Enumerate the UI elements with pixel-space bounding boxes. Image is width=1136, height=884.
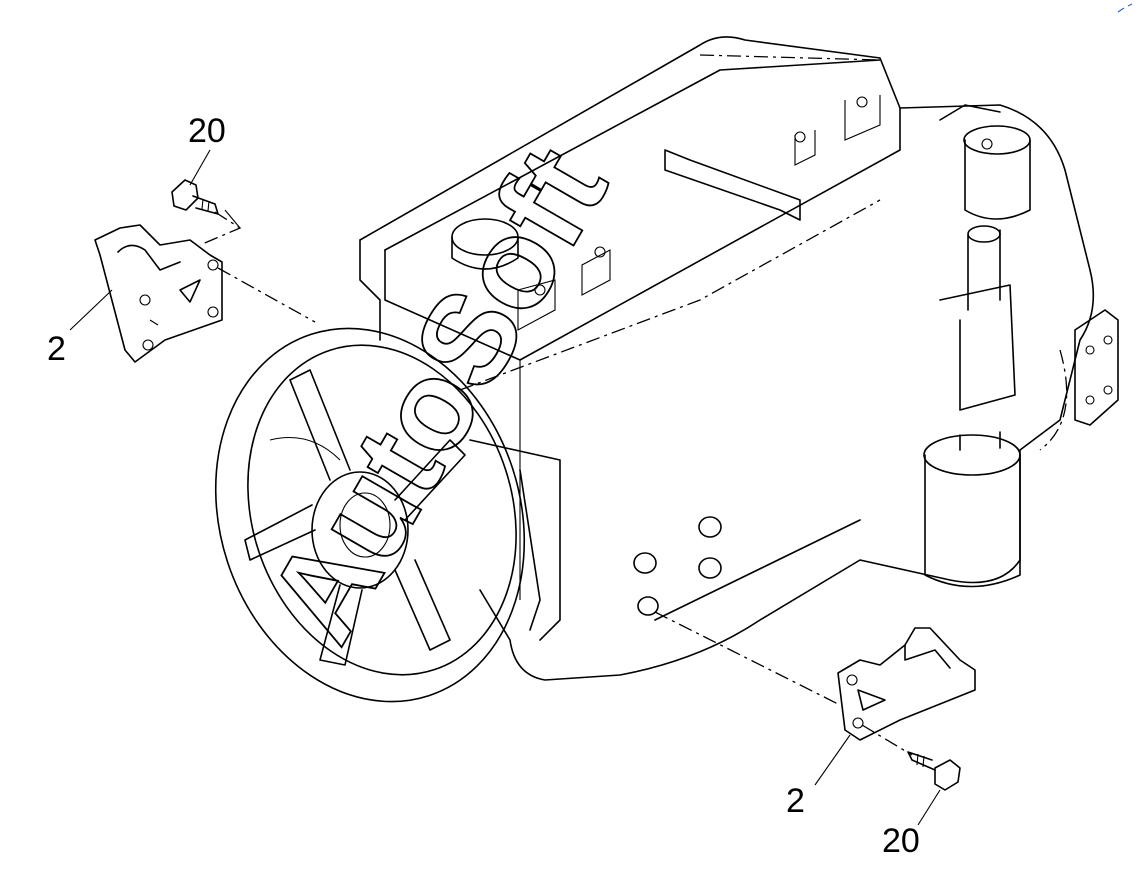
callout-bracket-upper: 2 (47, 330, 66, 368)
callout-bracket-lower: 2 (786, 782, 805, 820)
callout-bolt-upper: 20 (188, 112, 226, 150)
oil-filter-lower (923, 431, 1021, 588)
watermark: AutoSoft (240, 125, 634, 664)
bolt-lower (907, 751, 961, 791)
assembly-lines (199, 211, 913, 756)
corner-mark-icon (1117, 3, 1133, 13)
bolt-upper (171, 179, 241, 229)
flywheel-housing-plate (1074, 309, 1119, 426)
leader-lines (69, 149, 941, 826)
engine-block (359, 36, 1095, 681)
dipstick-tube (939, 225, 1016, 411)
bracket-upper (94, 224, 223, 363)
callout-bolt-lower: 20 (882, 822, 920, 860)
fuel-filter-upper (939, 104, 1031, 220)
cooling-fan (214, 327, 541, 703)
bracket-lower (837, 627, 976, 741)
